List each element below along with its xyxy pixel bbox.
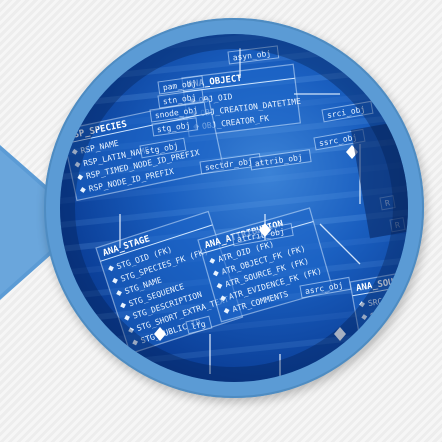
relation-label: stn_obj — [157, 89, 205, 109]
table-field: SR — [372, 323, 383, 334]
svg-text:lfg: lfg — [190, 319, 206, 331]
relation-label: stg_obj — [151, 117, 199, 137]
table-field: SRC_O — [367, 295, 392, 308]
side-panel — [350, 119, 408, 239]
relation-label: pam_obj — [157, 75, 205, 95]
diamond-marker — [334, 327, 346, 341]
diamond-marker — [154, 327, 166, 341]
diamond-marker — [259, 223, 271, 237]
relation-label: srci_obj — [321, 100, 374, 123]
relation-label: lfg — [185, 315, 213, 335]
connector-line — [319, 223, 361, 265]
table-field: SRC — [370, 310, 386, 321]
relation-label: stg_obj — [139, 137, 187, 159]
relation-label: asrc_obj — [299, 276, 352, 299]
relation-label: asyn_obj — [227, 45, 280, 65]
relation-label: attrib_obj — [249, 149, 312, 171]
relation-label: snode_obj — [149, 101, 207, 123]
